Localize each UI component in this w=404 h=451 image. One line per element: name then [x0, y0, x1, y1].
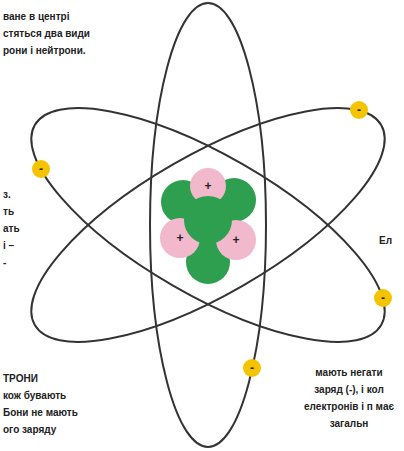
- note-text: Ел: [378, 232, 393, 249]
- orbit: [150, 3, 266, 447]
- proton-sign: +: [204, 180, 211, 192]
- orbit: [0, 64, 404, 385]
- electron-sign: -: [381, 292, 385, 304]
- electrons: [32, 101, 392, 377]
- note-text: кож бувають Бони не мають ого заряду: [2, 387, 82, 438]
- proton-sign: +: [176, 232, 183, 244]
- nucleus: [160, 168, 256, 284]
- note-text: з. ть ать і – -: [2, 186, 21, 271]
- electron-sign: -: [357, 104, 361, 116]
- electron-sign: -: [250, 362, 254, 374]
- orbit: [0, 64, 404, 385]
- note-text: ване в центрі стяться два види рони і не…: [2, 8, 109, 59]
- note-text: мають негати заряд (-), і кол електронів…: [302, 364, 396, 432]
- note-heading: ТРОНИ: [2, 370, 39, 387]
- proton-sign: +: [232, 234, 239, 246]
- electron-sign: -: [39, 163, 43, 175]
